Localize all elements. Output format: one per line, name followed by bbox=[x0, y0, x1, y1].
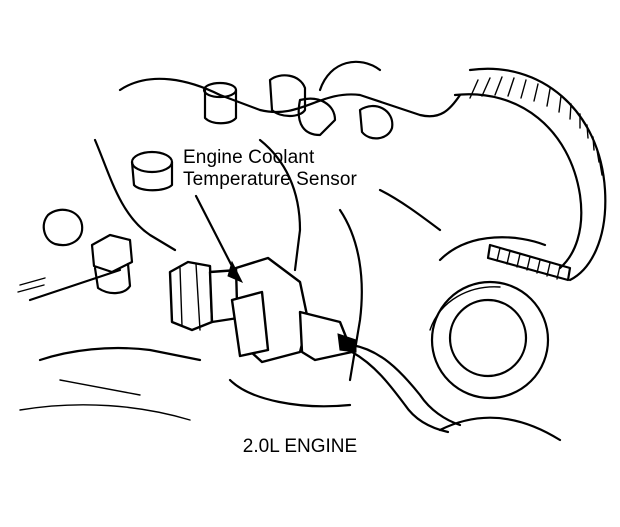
sensor-wires bbox=[350, 343, 462, 434]
pulley-wheel bbox=[438, 67, 607, 282]
sensor-callout-label: Engine Coolant Temperature Sensor bbox=[183, 147, 357, 191]
round-cover bbox=[429, 280, 550, 400]
diagram-caption: 2.0L ENGINE bbox=[242, 436, 358, 457]
fittings-left bbox=[17, 208, 134, 295]
coolant-sensor bbox=[168, 256, 357, 364]
sensor-label-line1: Engine Coolant bbox=[183, 147, 315, 168]
fittings-upper bbox=[130, 74, 394, 192]
callout-leader bbox=[194, 194, 244, 283]
engine-block-outline bbox=[19, 60, 562, 442]
sensor-label-line2: Temperature Sensor bbox=[183, 169, 357, 190]
stud-bolt bbox=[486, 243, 572, 282]
